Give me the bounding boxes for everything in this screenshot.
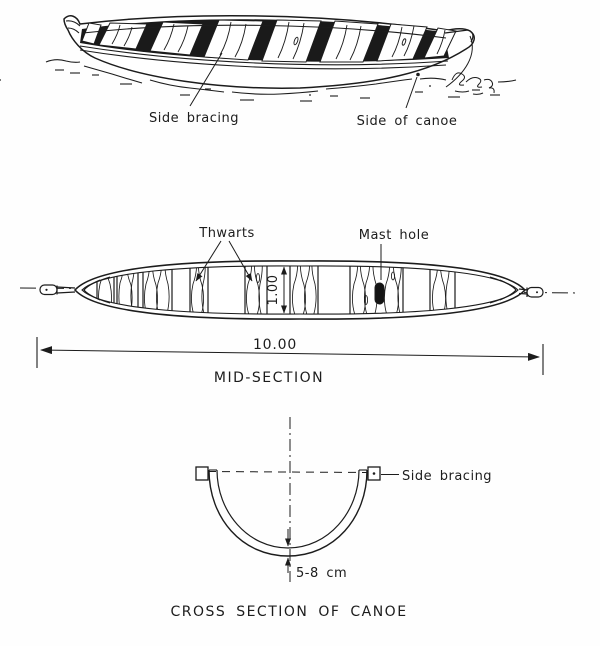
stern-spur [518, 286, 544, 298]
bow-tip [65, 20, 81, 34]
beam-dimension-text: 1.00 [266, 275, 281, 306]
thwarts-wood-grain [96, 265, 456, 315]
leader-side-bracing [189, 52, 223, 107]
hull-inner-curve [216, 469, 360, 549]
illustrator-mark [451, 72, 495, 95]
bow-tip-lines [83, 276, 111, 304]
mast-hole [374, 282, 385, 305]
hull-outer-curve [208, 469, 368, 557]
side-bracing-label: Side bracing [149, 111, 239, 126]
mid-section-caption: MID-SECTION [214, 370, 324, 386]
thickness-dimension-text: 5-8 cm [296, 566, 347, 581]
length-dimension-text: 10.00 [253, 337, 297, 353]
water-lines [0, 59, 517, 102]
block-pin-dot [372, 472, 376, 475]
leader-thwart-left [195, 240, 222, 282]
side-of-canoe-label: Side of canoe [357, 114, 458, 129]
mast-hole-label: Mast hole [359, 228, 430, 243]
stern-tip [444, 29, 474, 43]
cross-section-figure: Side bracing 5-8 cm CROSS SECTION OF CAN… [170, 417, 492, 620]
gunwale-rails [79, 24, 449, 70]
gunwale-dashed-line [207, 471, 369, 473]
leader-thwart-right [228, 240, 253, 282]
thwarts-label: Thwarts [198, 226, 255, 241]
length-dimension: 10.00 [36, 337, 544, 375]
bow-spur [39, 284, 76, 296]
cross-section-caption: CROSS SECTION OF CANOE [170, 604, 407, 620]
thwart-edges [96, 265, 456, 315]
stern-tip-lines [489, 276, 517, 304]
plan-view-figure: 1.00 Thwarts Mast hole 10.00 MID-SECTION [19, 226, 581, 386]
side-bracing-block-left [195, 466, 209, 481]
cross-side-bracing-label: Side bracing [402, 469, 492, 484]
leader-side-of-canoe [405, 76, 418, 109]
side-view-figure: Side bracing Side of canoe [0, 14, 517, 129]
leader-dot [416, 72, 420, 77]
